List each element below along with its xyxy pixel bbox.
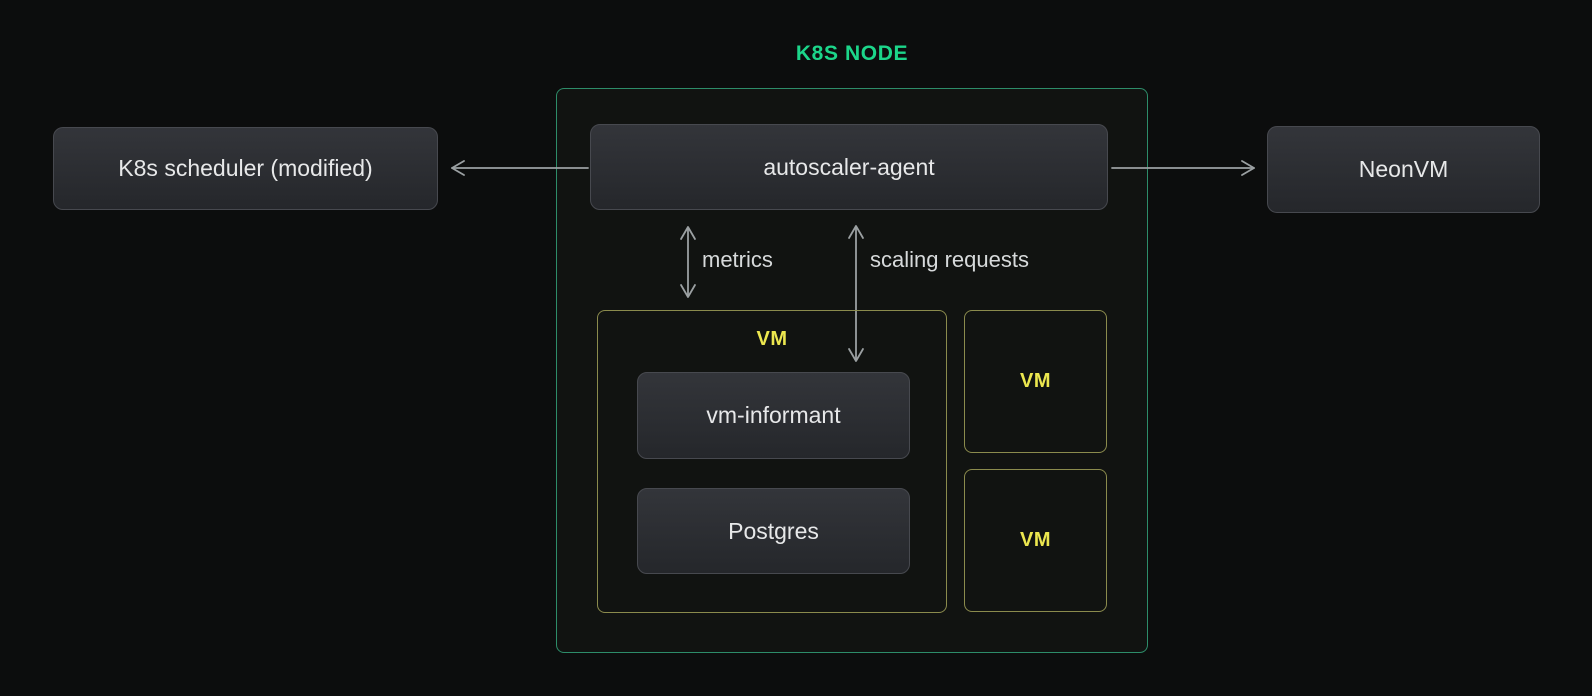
vm-informant-label: vm-informant [706,402,841,428]
postgres-node: Postgres [637,488,910,574]
metrics-edge-label: metrics [702,247,773,272]
k8s-scheduler-label: K8s scheduler (modified) [118,155,373,181]
scaling-requests-edge-label: scaling requests [870,247,1029,272]
vm-small-2-label: VM [1020,529,1051,551]
neonvm-label: NeonVM [1358,156,1449,182]
postgres-label: Postgres [728,517,819,544]
k8s-scheduler-node: K8s scheduler (modified) [53,127,438,210]
k8s-node-title: K8S NODE [795,42,909,65]
autoscaler-agent-label: autoscaler-agent [763,153,935,180]
vm-informant-node: vm-informant [637,372,910,459]
autoscaler-agent-node: autoscaler-agent [590,124,1108,210]
vm-small-container-2: VM [964,469,1107,612]
vm-main-label: VM [756,328,788,350]
vm-small-container-1: VM [964,310,1107,453]
vm-main-container: VM [597,310,947,613]
vm-small-1-label: VM [1020,370,1051,392]
neonvm-node: NeonVM [1267,126,1540,213]
